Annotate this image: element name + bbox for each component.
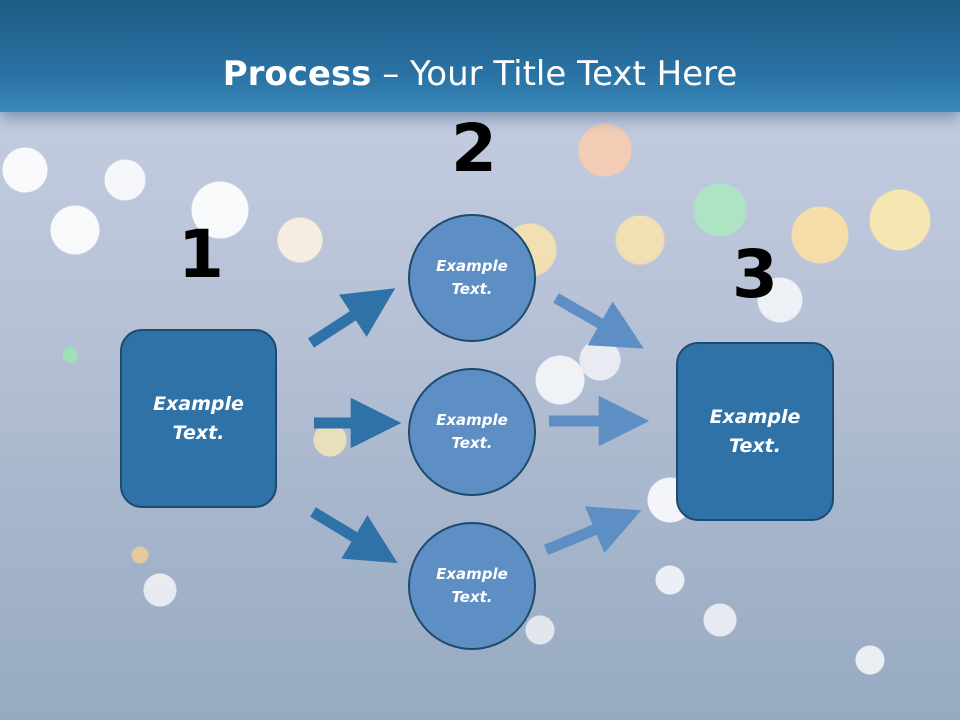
step-3-text-line-1: Example xyxy=(709,405,801,428)
slide-title: Process – Your Title Text Here xyxy=(0,54,960,94)
circle-middle-text-line-2: Text. xyxy=(451,434,493,452)
step-number-2: 2 xyxy=(451,110,497,187)
arrow-1-to-bottom xyxy=(310,507,398,564)
title-rest: – Your Title Text Here xyxy=(371,54,738,94)
step-2-circle-bottom[interactable]: Example Text. xyxy=(408,522,536,650)
circle-bottom-text-line-1: Example xyxy=(436,565,508,583)
circle-bottom-text-line-2: Text. xyxy=(451,588,493,606)
step-3-text-line-2: Text. xyxy=(729,434,781,457)
arrow-bottom-to-3 xyxy=(543,506,642,556)
step-number-3: 3 xyxy=(732,236,778,313)
step-number-1: 1 xyxy=(178,216,224,293)
step-1-text-line-1: Example xyxy=(153,392,244,415)
step-2-circle-middle[interactable]: Example Text. xyxy=(408,368,536,496)
title-bold: Process xyxy=(222,54,372,94)
step-1-box[interactable]: Example Text. xyxy=(120,329,277,508)
arrow-1-to-top xyxy=(307,288,396,348)
title-bar: Process – Your Title Text Here xyxy=(0,0,960,112)
step-2-circle-top[interactable]: Example Text. xyxy=(408,214,536,342)
step-1-text-line-2: Text. xyxy=(172,421,225,444)
circle-middle-text-line-1: Example xyxy=(436,411,508,429)
step-3-box[interactable]: Example Text. xyxy=(676,342,834,521)
circle-top-text-line-2: Text. xyxy=(451,280,493,298)
arrow-top-to-3 xyxy=(553,293,644,349)
circle-top-text-line-1: Example xyxy=(436,257,508,275)
